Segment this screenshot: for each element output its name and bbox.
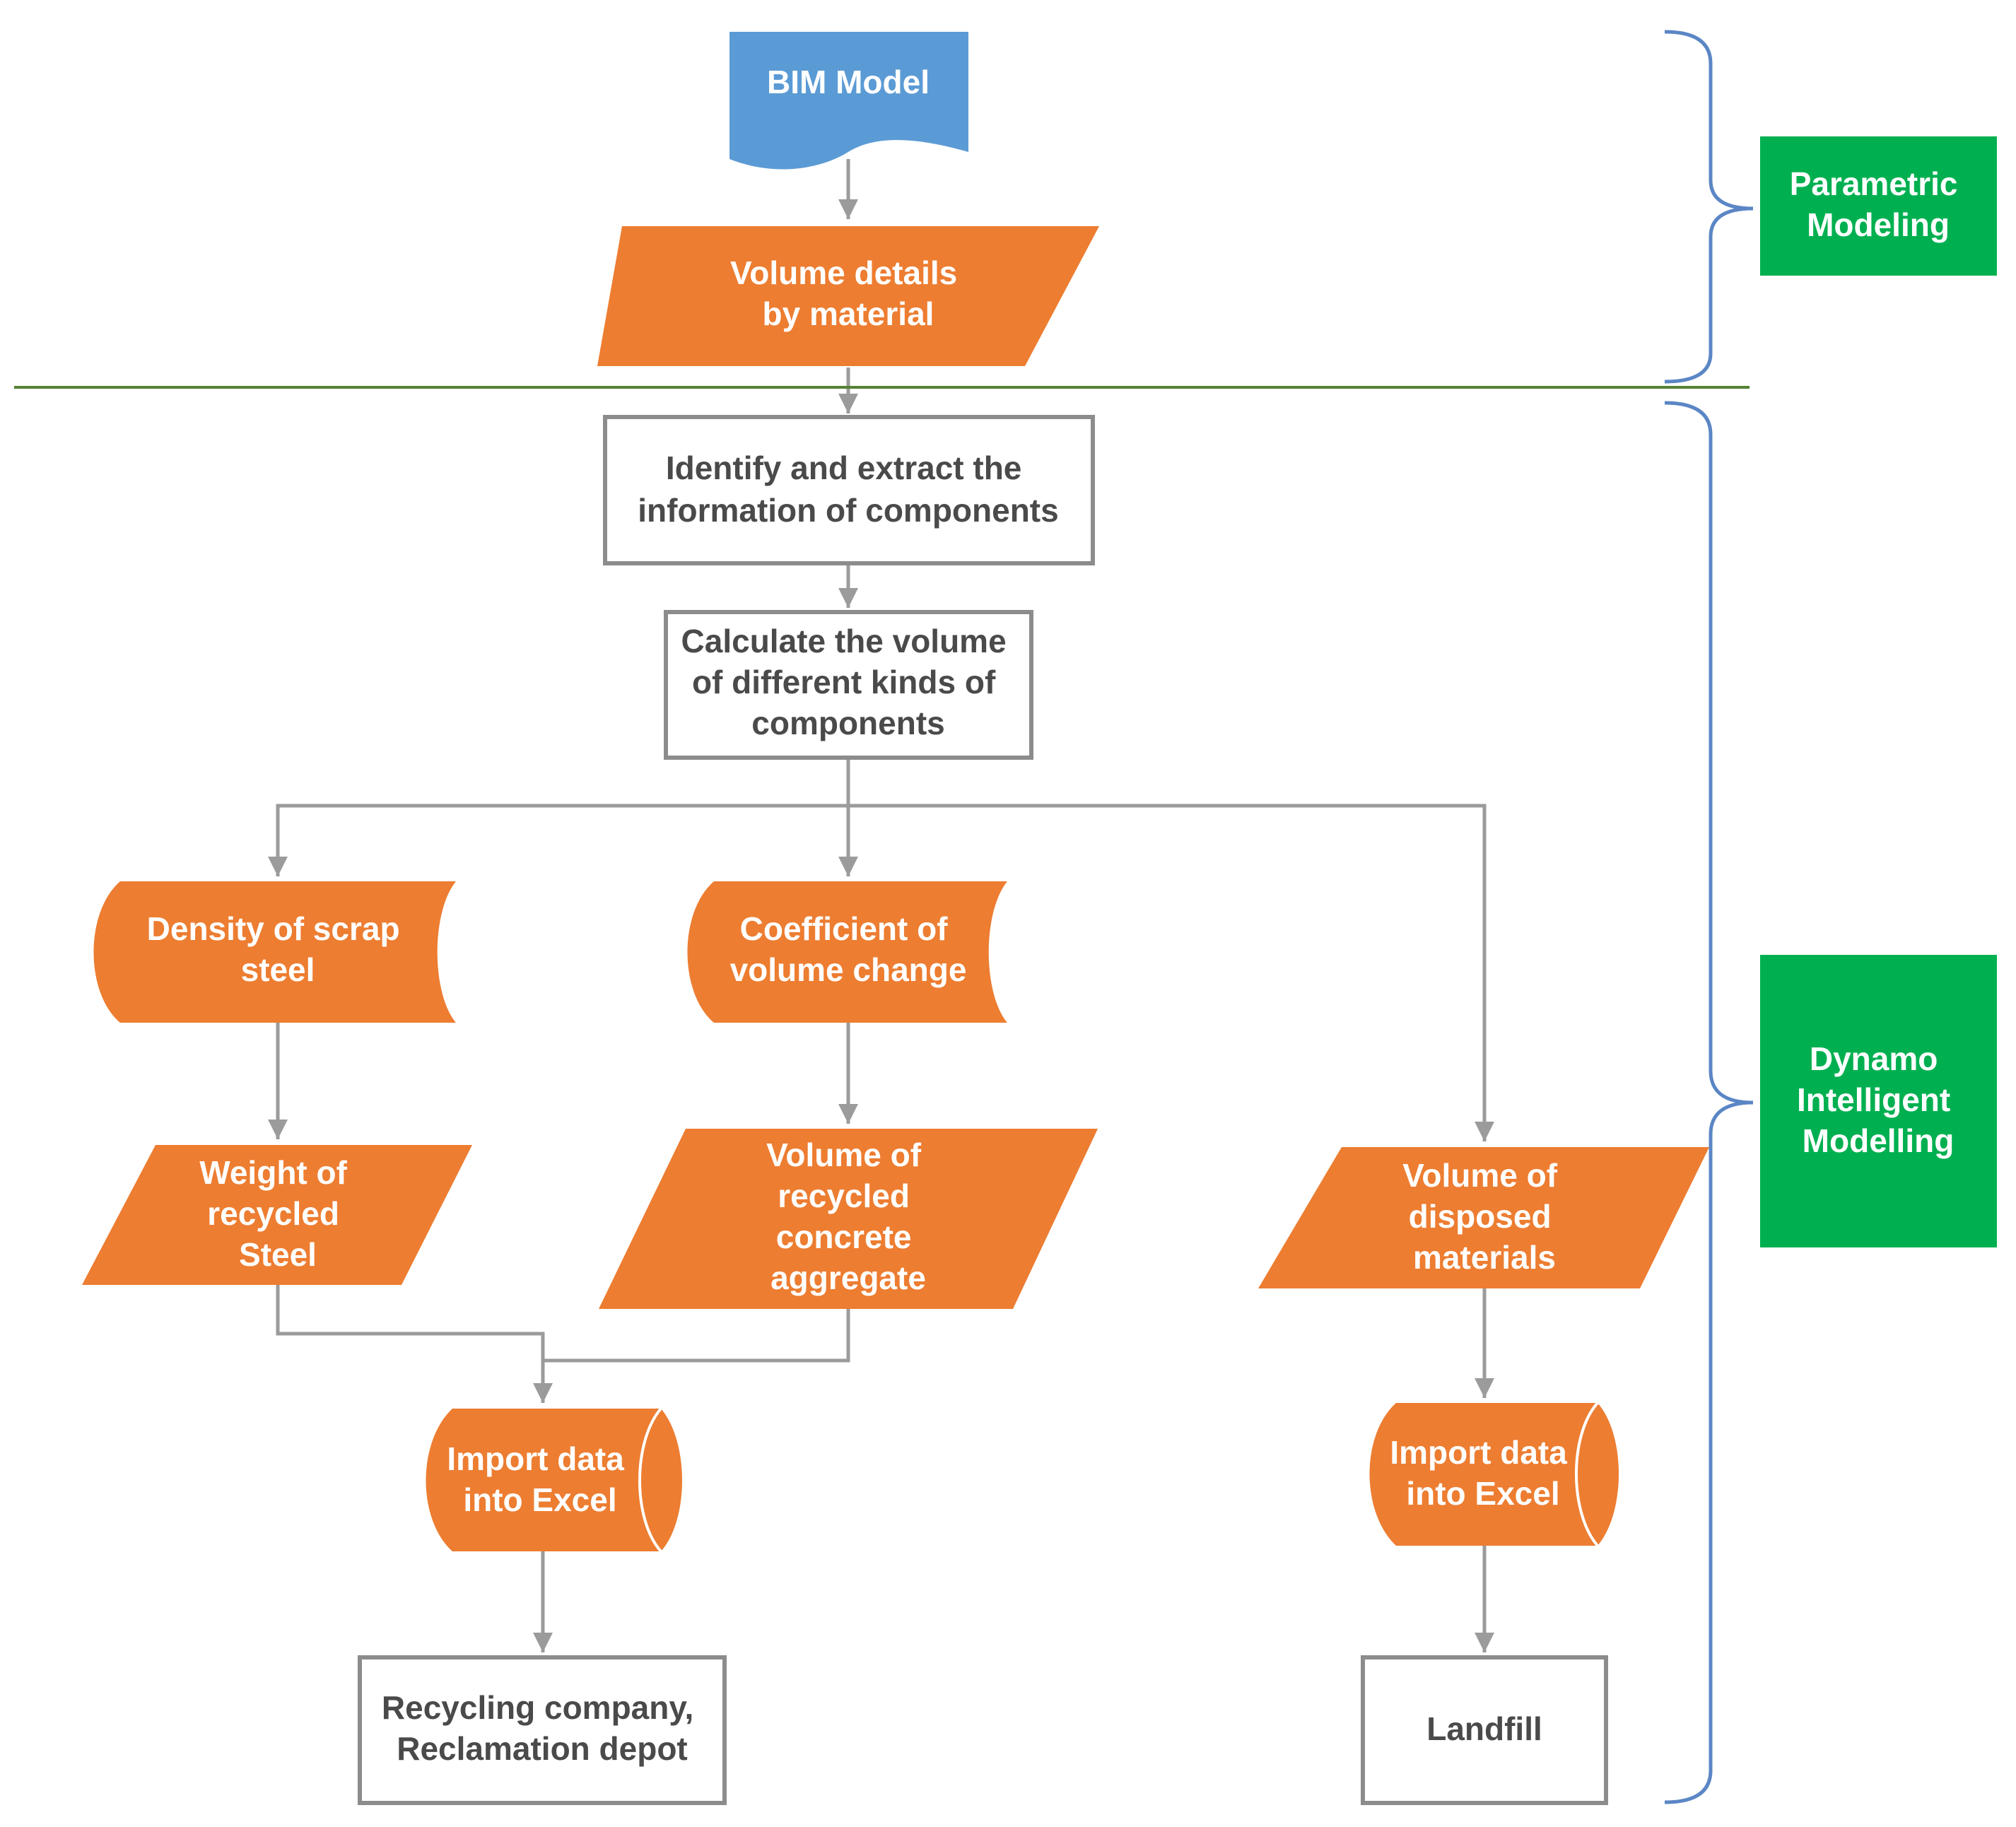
import-excel-left-edge — [638, 1407, 662, 1553]
dynamo-modelling-box — [1760, 955, 1997, 1247]
volume-disposed-line-2: disposed — [1409, 1198, 1552, 1235]
bim-model-label: BIM Model — [767, 64, 930, 100]
connector-calculate-to-disposed — [848, 804, 1494, 1141]
svg-text:Weight of recycled: Weight of recycled Steel — [199, 1154, 356, 1273]
volume-recycled-shape — [599, 1129, 1098, 1309]
identify-extract-line-2: information of components — [638, 492, 1058, 529]
connectors — [268, 159, 1494, 1652]
dynamo-modelling-line-1: Dynamo — [1810, 1040, 1938, 1077]
volume-disposed-shape — [1258, 1147, 1709, 1288]
svg-text:Identify and extract the: Identify and extract the information of … — [638, 450, 1058, 529]
weight-recycled-line-1: Weight of — [199, 1154, 347, 1191]
density-scrap-line-2: steel — [241, 951, 315, 988]
svg-text:Parametric Modeling: Parametric Modeling — [1790, 165, 1967, 243]
volume-recycled-line-2: recycled — [778, 1177, 910, 1214]
svg-text:Calculate the volume of: Calculate the volume of different kinds … — [681, 623, 1016, 741]
parametric-modeling-line-1: Parametric — [1790, 165, 1958, 202]
recycling-company-node: Recycling company, Reclamation depot — [358, 1655, 727, 1805]
import-excel-left-shape — [426, 1409, 682, 1551]
parametric-modeling-box — [1760, 136, 1997, 276]
identify-extract-line-1: Identify and extract the — [666, 450, 1022, 486]
dynamo-modelling-label: Dynamo Intelligent Modelling — [1760, 955, 1997, 1247]
svg-text:Import data into Excel: Import data into Excel — [447, 1440, 633, 1518]
volume-disposed-node: Volume of disposed materials — [1258, 1147, 1709, 1288]
parametric-modeling-line-2: Modeling — [1807, 206, 1950, 243]
import-excel-left-line-1: Import data — [447, 1440, 624, 1477]
volume-details-node: Volume details by material — [597, 226, 1099, 366]
weight-recycled-line-3: Steel — [239, 1236, 317, 1273]
coefficient-volume-node: Coefficient of volume change — [687, 881, 1007, 1023]
density-scrap-node: Density of scrap steel — [93, 881, 456, 1023]
calculate-volume-line-2: of different kinds of — [692, 664, 996, 700]
coefficient-volume-line-2: volume change — [730, 951, 967, 988]
svg-text:Import data into Excel: Import data into Excel — [1390, 1434, 1576, 1512]
bim-model-node: BIM Model — [729, 32, 968, 170]
recycling-company-box — [358, 1655, 727, 1805]
import-excel-right-shape — [1369, 1403, 1619, 1546]
coefficient-volume-line-1: Coefficient of — [740, 910, 949, 947]
connector-volume-recycled-to-import-left — [543, 1309, 850, 1363]
svg-text:Volume of disposed: Volume of disposed materials — [1402, 1157, 1566, 1276]
weight-recycled-line-2: recycled — [207, 1195, 339, 1232]
svg-text:Dynamo Intelligent: Dynamo Intelligent Modelling — [1797, 1040, 1959, 1159]
landfill-node: Landfill — [1361, 1655, 1608, 1805]
parametric-modeling-label: Parametric Modeling — [1760, 136, 1997, 276]
import-excel-right-node: Import data into Excel — [1369, 1402, 1619, 1547]
bim-model-shape — [729, 32, 968, 170]
svg-text:Volume of recycled: Volume of recycled concrete aggregate — [766, 1136, 930, 1296]
import-excel-left-line-2: into Excel — [463, 1481, 616, 1518]
landfill-label: Landfill — [1426, 1710, 1542, 1747]
svg-text:Coefficient of volume ch: Coefficient of volume change — [730, 910, 967, 988]
volume-disposed-line-1: Volume of — [1402, 1157, 1558, 1194]
parametric-brace — [1664, 30, 1754, 384]
volume-details-shape — [597, 226, 1099, 366]
braces — [1664, 30, 1754, 1804]
svg-text:Density of scrap steel: Density of scrap steel — [147, 910, 409, 988]
calculate-volume-line-1: Calculate the volume — [681, 623, 1007, 659]
density-scrap-line-1: Density of scrap — [147, 910, 400, 947]
calculate-volume-node: Calculate the volume of different kinds … — [664, 610, 1033, 760]
connector-calculate-to-density — [268, 760, 850, 876]
identify-extract-box — [603, 415, 1095, 565]
svg-text:Volume details by materi: Volume details by material — [730, 254, 966, 332]
import-excel-right-line-1: Import data — [1390, 1434, 1567, 1471]
volume-recycled-node: Volume of recycled concrete aggregate — [599, 1129, 1098, 1309]
dynamo-modelling-line-3: Modelling — [1803, 1122, 1955, 1159]
coefficient-volume-shape — [687, 881, 1007, 1023]
weight-recycled-shape — [82, 1145, 472, 1285]
dynamo-modelling-line-2: Intelligent — [1797, 1081, 1950, 1118]
volume-disposed-line-3: materials — [1413, 1239, 1556, 1276]
weight-recycled-node: Weight of recycled Steel — [82, 1145, 472, 1285]
recycling-company-line-1: Recycling company, — [382, 1689, 693, 1726]
recycling-company-line-2: Reclamation depot — [397, 1730, 688, 1767]
landfill-box — [1361, 1655, 1608, 1805]
import-excel-right-edge — [1575, 1402, 1599, 1547]
svg-text:Recycling company, Recla: Recycling company, Reclamation depot — [382, 1689, 703, 1767]
volume-recycled-line-4: aggregate — [770, 1259, 926, 1296]
identify-extract-node: Identify and extract the information of … — [603, 415, 1095, 565]
density-scrap-shape — [93, 881, 456, 1023]
volume-recycled-line-3: concrete — [776, 1218, 912, 1255]
import-excel-right-line-2: into Excel — [1406, 1475, 1559, 1512]
dynamo-brace — [1664, 401, 1754, 1804]
volume-details-line-2: by material — [763, 295, 934, 332]
calculate-volume-box — [664, 610, 1033, 760]
volume-recycled-line-1: Volume of — [766, 1136, 922, 1173]
connector-weight-to-import-left — [276, 1285, 553, 1403]
calculate-volume-line-3: components — [751, 705, 944, 741]
import-excel-left-node: Import data into Excel — [426, 1407, 682, 1553]
volume-details-line-1: Volume details — [730, 254, 957, 291]
